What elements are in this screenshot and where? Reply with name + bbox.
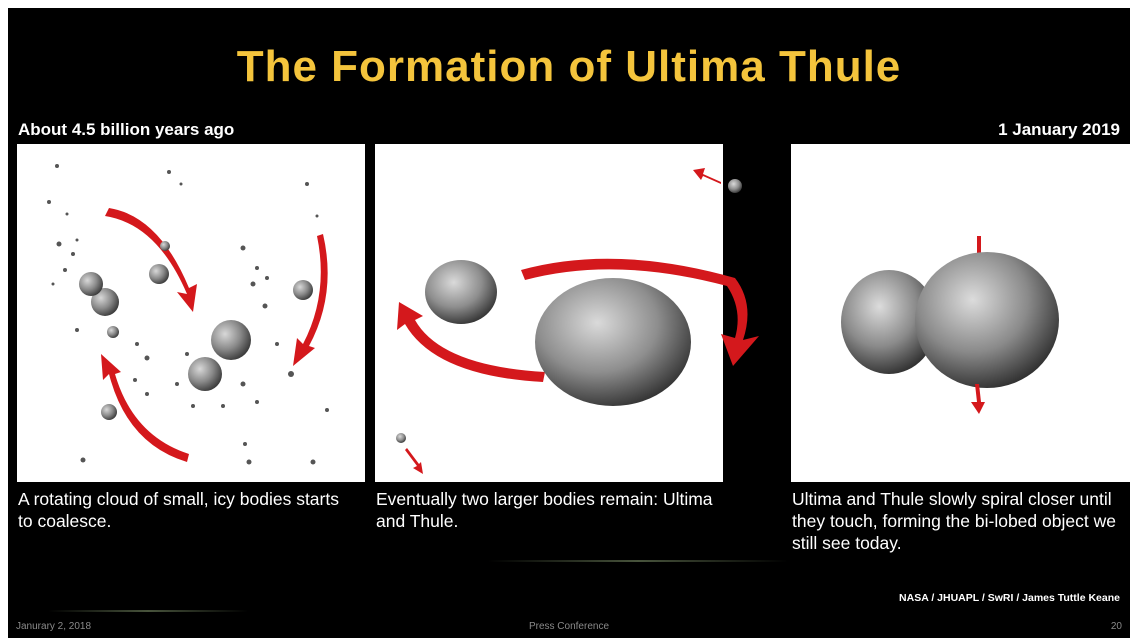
- thule-body: [425, 260, 497, 324]
- icy-body: [728, 179, 742, 193]
- arrow-small: [405, 448, 423, 474]
- icy-body: [211, 320, 251, 360]
- illustration-contact-binary: [791, 144, 1130, 482]
- icy-body: [149, 264, 169, 284]
- caption-two-bodies: Eventually two larger bodies remain: Ult…: [376, 488, 716, 532]
- icy-body: [107, 326, 119, 338]
- slide: The Formation of Ultima Thule About 4.5 …: [8, 8, 1130, 638]
- rotation-arrow: [293, 234, 328, 366]
- rotation-arrow: [105, 208, 197, 312]
- caption-cloud: A rotating cloud of small, icy bodies st…: [18, 488, 358, 532]
- footer-page-number: 20: [1111, 621, 1122, 632]
- footer-divider: [488, 560, 788, 562]
- cloud-drawing: [17, 144, 365, 482]
- spin-arrow: [971, 384, 985, 414]
- caption-contact-binary: Ultima and Thule slowly spiral closer un…: [792, 488, 1126, 554]
- image-credit: NASA / JHUAPL / SwRI / James Tuttle Kean…: [899, 592, 1120, 604]
- two-bodies-drawing: [375, 144, 773, 482]
- ultima-lobe: [915, 252, 1059, 388]
- footer-divider: [48, 610, 248, 612]
- icy-body: [160, 241, 170, 251]
- icy-body: [79, 272, 103, 296]
- icy-body: [396, 433, 406, 443]
- arrow-small: [693, 168, 721, 184]
- ultima-body: [535, 278, 691, 406]
- contact-binary-drawing: [791, 144, 1130, 482]
- icy-body: [188, 357, 222, 391]
- debris: [47, 164, 329, 465]
- slide-title: The Formation of Ultima Thule: [8, 42, 1130, 92]
- icy-body: [293, 280, 313, 300]
- time-label-end: 1 January 2019: [998, 120, 1120, 140]
- illustration-cloud: [17, 144, 365, 482]
- illustration-two-bodies: [375, 144, 723, 482]
- time-label-start: About 4.5 billion years ago: [18, 120, 234, 140]
- icy-body: [101, 404, 117, 420]
- footer-event: Press Conference: [8, 621, 1130, 632]
